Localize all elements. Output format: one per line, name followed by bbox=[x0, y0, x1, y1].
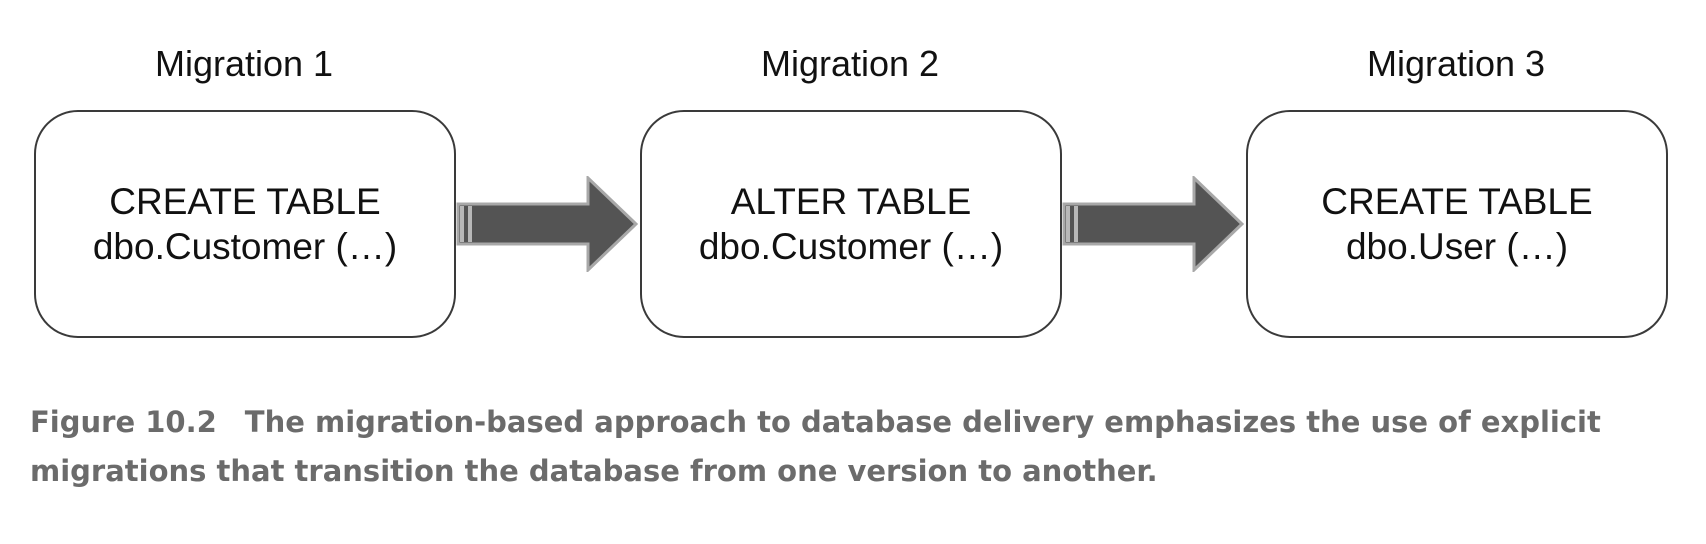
figure-label: Figure 10.2 bbox=[30, 405, 217, 439]
caption-text-1: The migration-based approach to database… bbox=[244, 405, 1601, 439]
migration-3-line2: dbo.User (…) bbox=[1345, 226, 1569, 267]
migration-2-title: Migration 2 bbox=[760, 43, 940, 84]
migration-3-box: CREATE TABLE dbo.User (…) bbox=[1246, 110, 1668, 338]
caption-text-2: migrations that transition the database … bbox=[30, 454, 1158, 488]
migration-2-line1: ALTER TABLE bbox=[730, 181, 972, 222]
migration-3-title: Migration 3 bbox=[1366, 43, 1546, 84]
arrow-icon bbox=[456, 176, 638, 272]
caption-line-1: Figure 10.2 The migration-based approach … bbox=[30, 398, 1680, 447]
migration-1-title: Migration 1 bbox=[154, 43, 334, 84]
migration-2-line2: dbo.Customer (…) bbox=[698, 226, 1004, 267]
migration-1-box: CREATE TABLE dbo.Customer (…) bbox=[34, 110, 456, 338]
migration-3-line1: CREATE TABLE bbox=[1321, 181, 1593, 222]
migration-2-box: ALTER TABLE dbo.Customer (…) bbox=[640, 110, 1062, 338]
migration-1-line2: dbo.Customer (…) bbox=[92, 226, 398, 267]
figure-caption: Figure 10.2 The migration-based approach … bbox=[30, 398, 1680, 496]
migration-1-line1: CREATE TABLE bbox=[109, 181, 381, 222]
arrow-icon bbox=[1062, 176, 1244, 272]
